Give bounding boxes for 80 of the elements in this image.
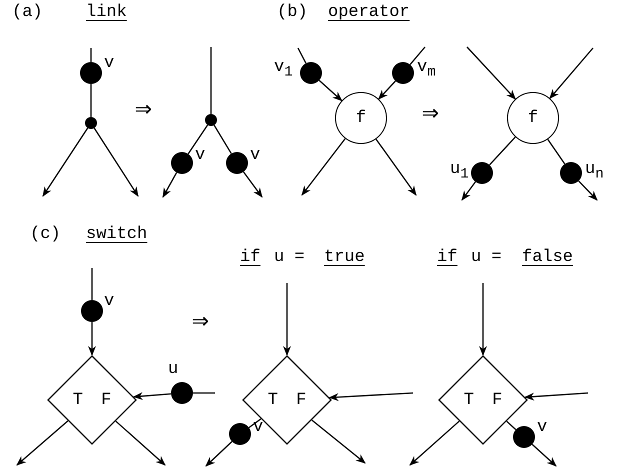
heading-text: if <box>240 248 260 268</box>
token-label: v <box>250 146 260 166</box>
arrow <box>578 180 598 201</box>
connector-line <box>188 124 208 154</box>
arrow <box>283 283 291 356</box>
arrow <box>132 392 172 400</box>
token-dot <box>171 382 193 404</box>
heading-text: u = <box>471 248 502 268</box>
arrow <box>466 46 516 100</box>
token-label: v <box>104 54 114 74</box>
connector-line <box>410 46 426 66</box>
connector-line <box>506 420 516 430</box>
arrow <box>328 392 414 402</box>
arrow <box>318 80 342 102</box>
arrow <box>42 128 88 197</box>
connector-line <box>90 48 92 62</box>
arrow <box>378 80 396 100</box>
heading-text: link <box>86 3 127 23</box>
token-dot <box>171 152 193 174</box>
heading-text: (c) <box>30 225 61 245</box>
arrow <box>115 420 166 466</box>
heading-text: if <box>437 248 458 268</box>
operator-circle: f <box>507 92 559 144</box>
token-label: v <box>537 418 548 438</box>
connector-line <box>297 48 306 64</box>
token-label: u <box>168 360 178 380</box>
switch-diamond: T F <box>438 355 528 445</box>
arrow <box>242 172 263 198</box>
token-dot <box>471 162 493 184</box>
token-dot <box>392 62 414 84</box>
connector-line <box>214 124 232 154</box>
arrow <box>94 128 139 197</box>
connector-line <box>91 268 93 300</box>
token-label: v <box>253 418 264 438</box>
switch-diamond: T F <box>47 355 137 445</box>
connector-line <box>210 47 212 114</box>
heading-text: true <box>324 248 365 268</box>
arrow <box>532 444 557 467</box>
connector-line <box>90 84 92 117</box>
branch-dot <box>205 114 217 126</box>
connector-line <box>489 136 516 166</box>
token-label: v <box>104 292 114 312</box>
token-dot <box>226 152 248 174</box>
arrow <box>479 283 487 356</box>
arrow <box>205 441 232 467</box>
connector-line <box>547 139 566 164</box>
connector-line <box>193 392 215 394</box>
arrow <box>409 420 460 466</box>
arrow <box>88 322 96 356</box>
token-label: v <box>195 146 206 166</box>
arrow <box>301 138 346 196</box>
connector-line <box>248 418 262 428</box>
arrow <box>524 392 588 401</box>
implies-sign: ⇒ <box>422 100 439 130</box>
token-label: v$_{m}$ <box>417 58 436 82</box>
heading-text: (a) <box>12 3 43 23</box>
implies-sign: ⇒ <box>135 96 152 126</box>
heading-text: (b) <box>277 3 308 23</box>
arrow <box>461 181 476 201</box>
token-dot <box>229 423 251 445</box>
heading-text: operator <box>328 3 410 23</box>
heading-text: false <box>522 248 574 268</box>
token-label: u$_{1}$ <box>450 160 469 184</box>
branch-dot <box>85 117 97 129</box>
token-dot <box>80 62 102 84</box>
token-dot <box>81 300 103 322</box>
token-dot <box>560 162 582 184</box>
heading-text: u = <box>274 248 305 268</box>
token-dot <box>300 62 322 84</box>
token-dot <box>513 426 535 448</box>
arrow <box>312 420 366 464</box>
token-label: v$_{1}$ <box>274 58 293 82</box>
arrow <box>16 420 68 466</box>
implies-sign: ⇒ <box>192 308 209 338</box>
arrow <box>162 172 178 198</box>
token-label: u$_{n}$ <box>585 160 604 184</box>
arrow <box>549 48 594 100</box>
heading-text: switch <box>86 225 148 245</box>
arrow <box>376 138 417 196</box>
operator-circle: f <box>335 92 387 144</box>
